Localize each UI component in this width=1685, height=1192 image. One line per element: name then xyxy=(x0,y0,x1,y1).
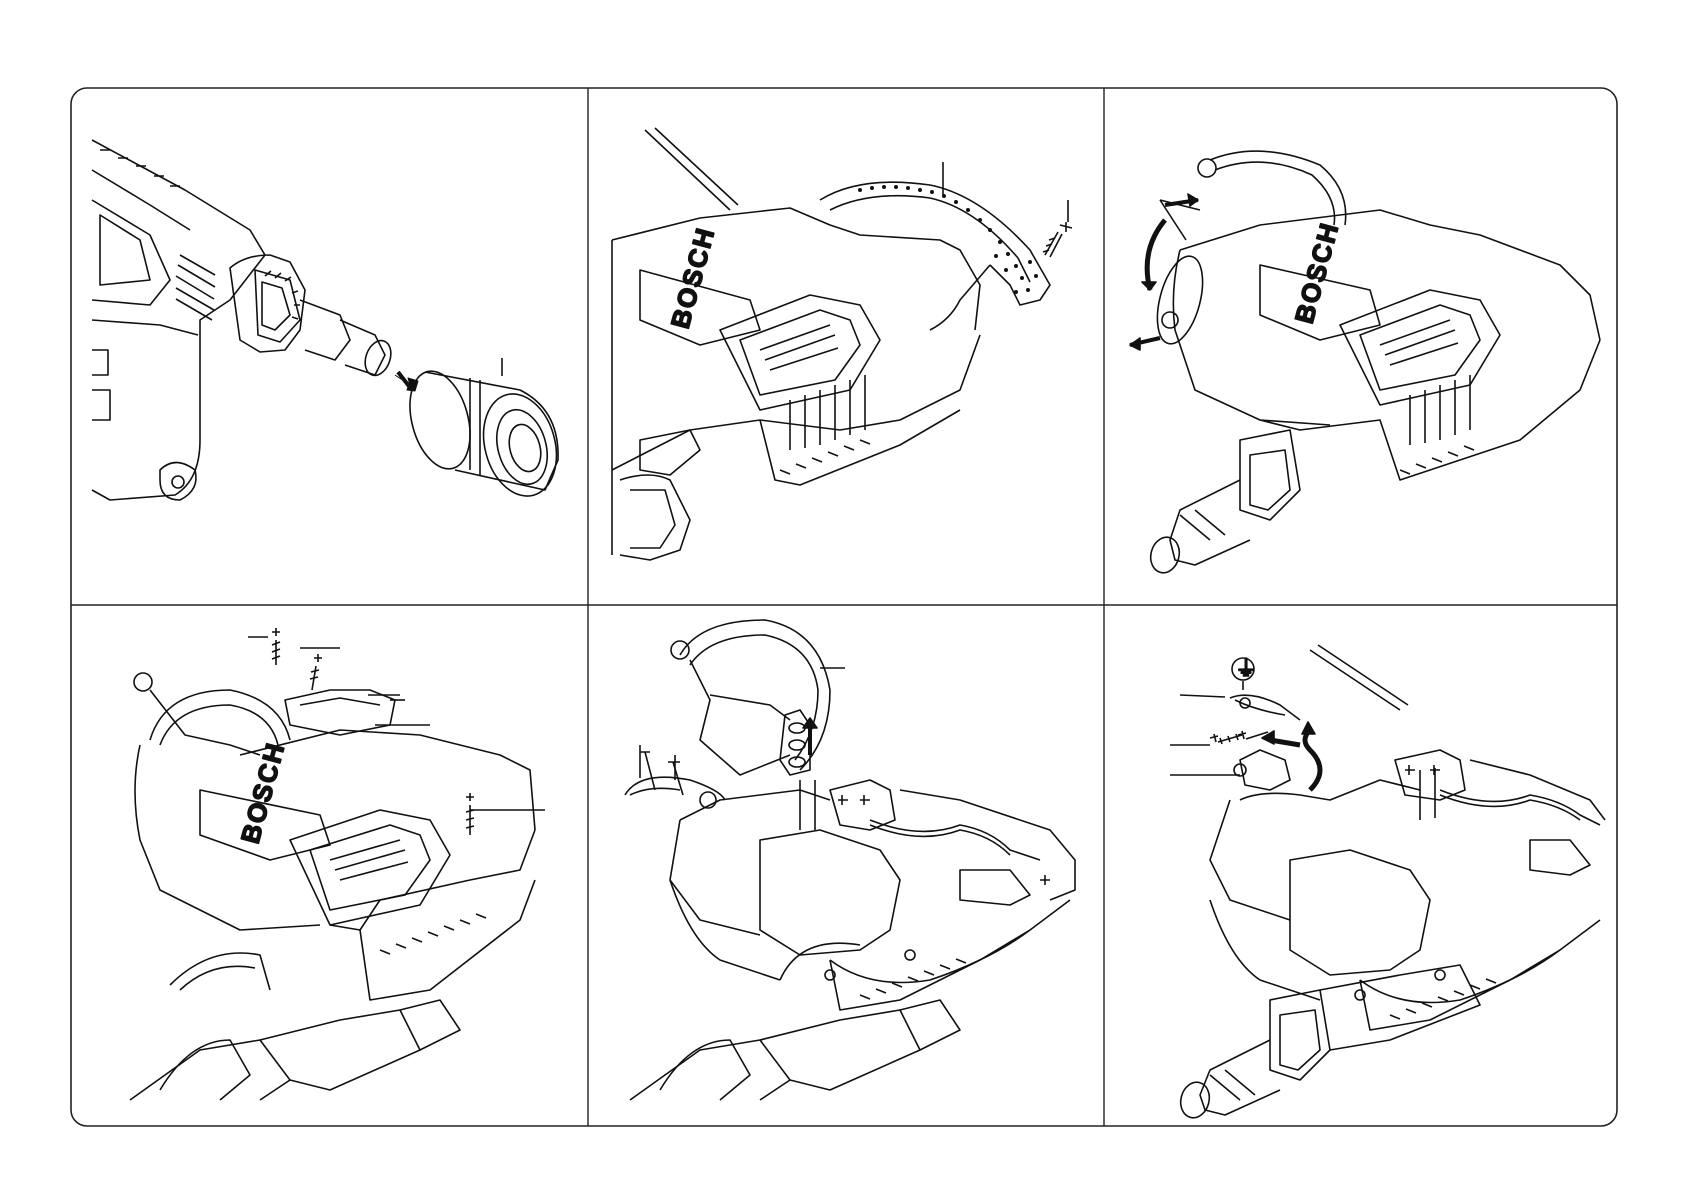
panel-step-6: ⏚ xyxy=(1170,645,1605,1121)
brand-logo-2: BOSCH xyxy=(665,223,721,331)
panel-step-5 xyxy=(625,620,1075,1100)
panel-step-3: BOSCH xyxy=(1130,151,1600,576)
panel-step-1 xyxy=(92,140,567,504)
panel-step-2: BOSCH xyxy=(612,128,1072,560)
ground-symbol: ⏚ xyxy=(1235,657,1257,682)
panel-step-4: BOSCH xyxy=(130,628,545,1100)
brand-logo-3: BOSCH xyxy=(1289,218,1345,326)
